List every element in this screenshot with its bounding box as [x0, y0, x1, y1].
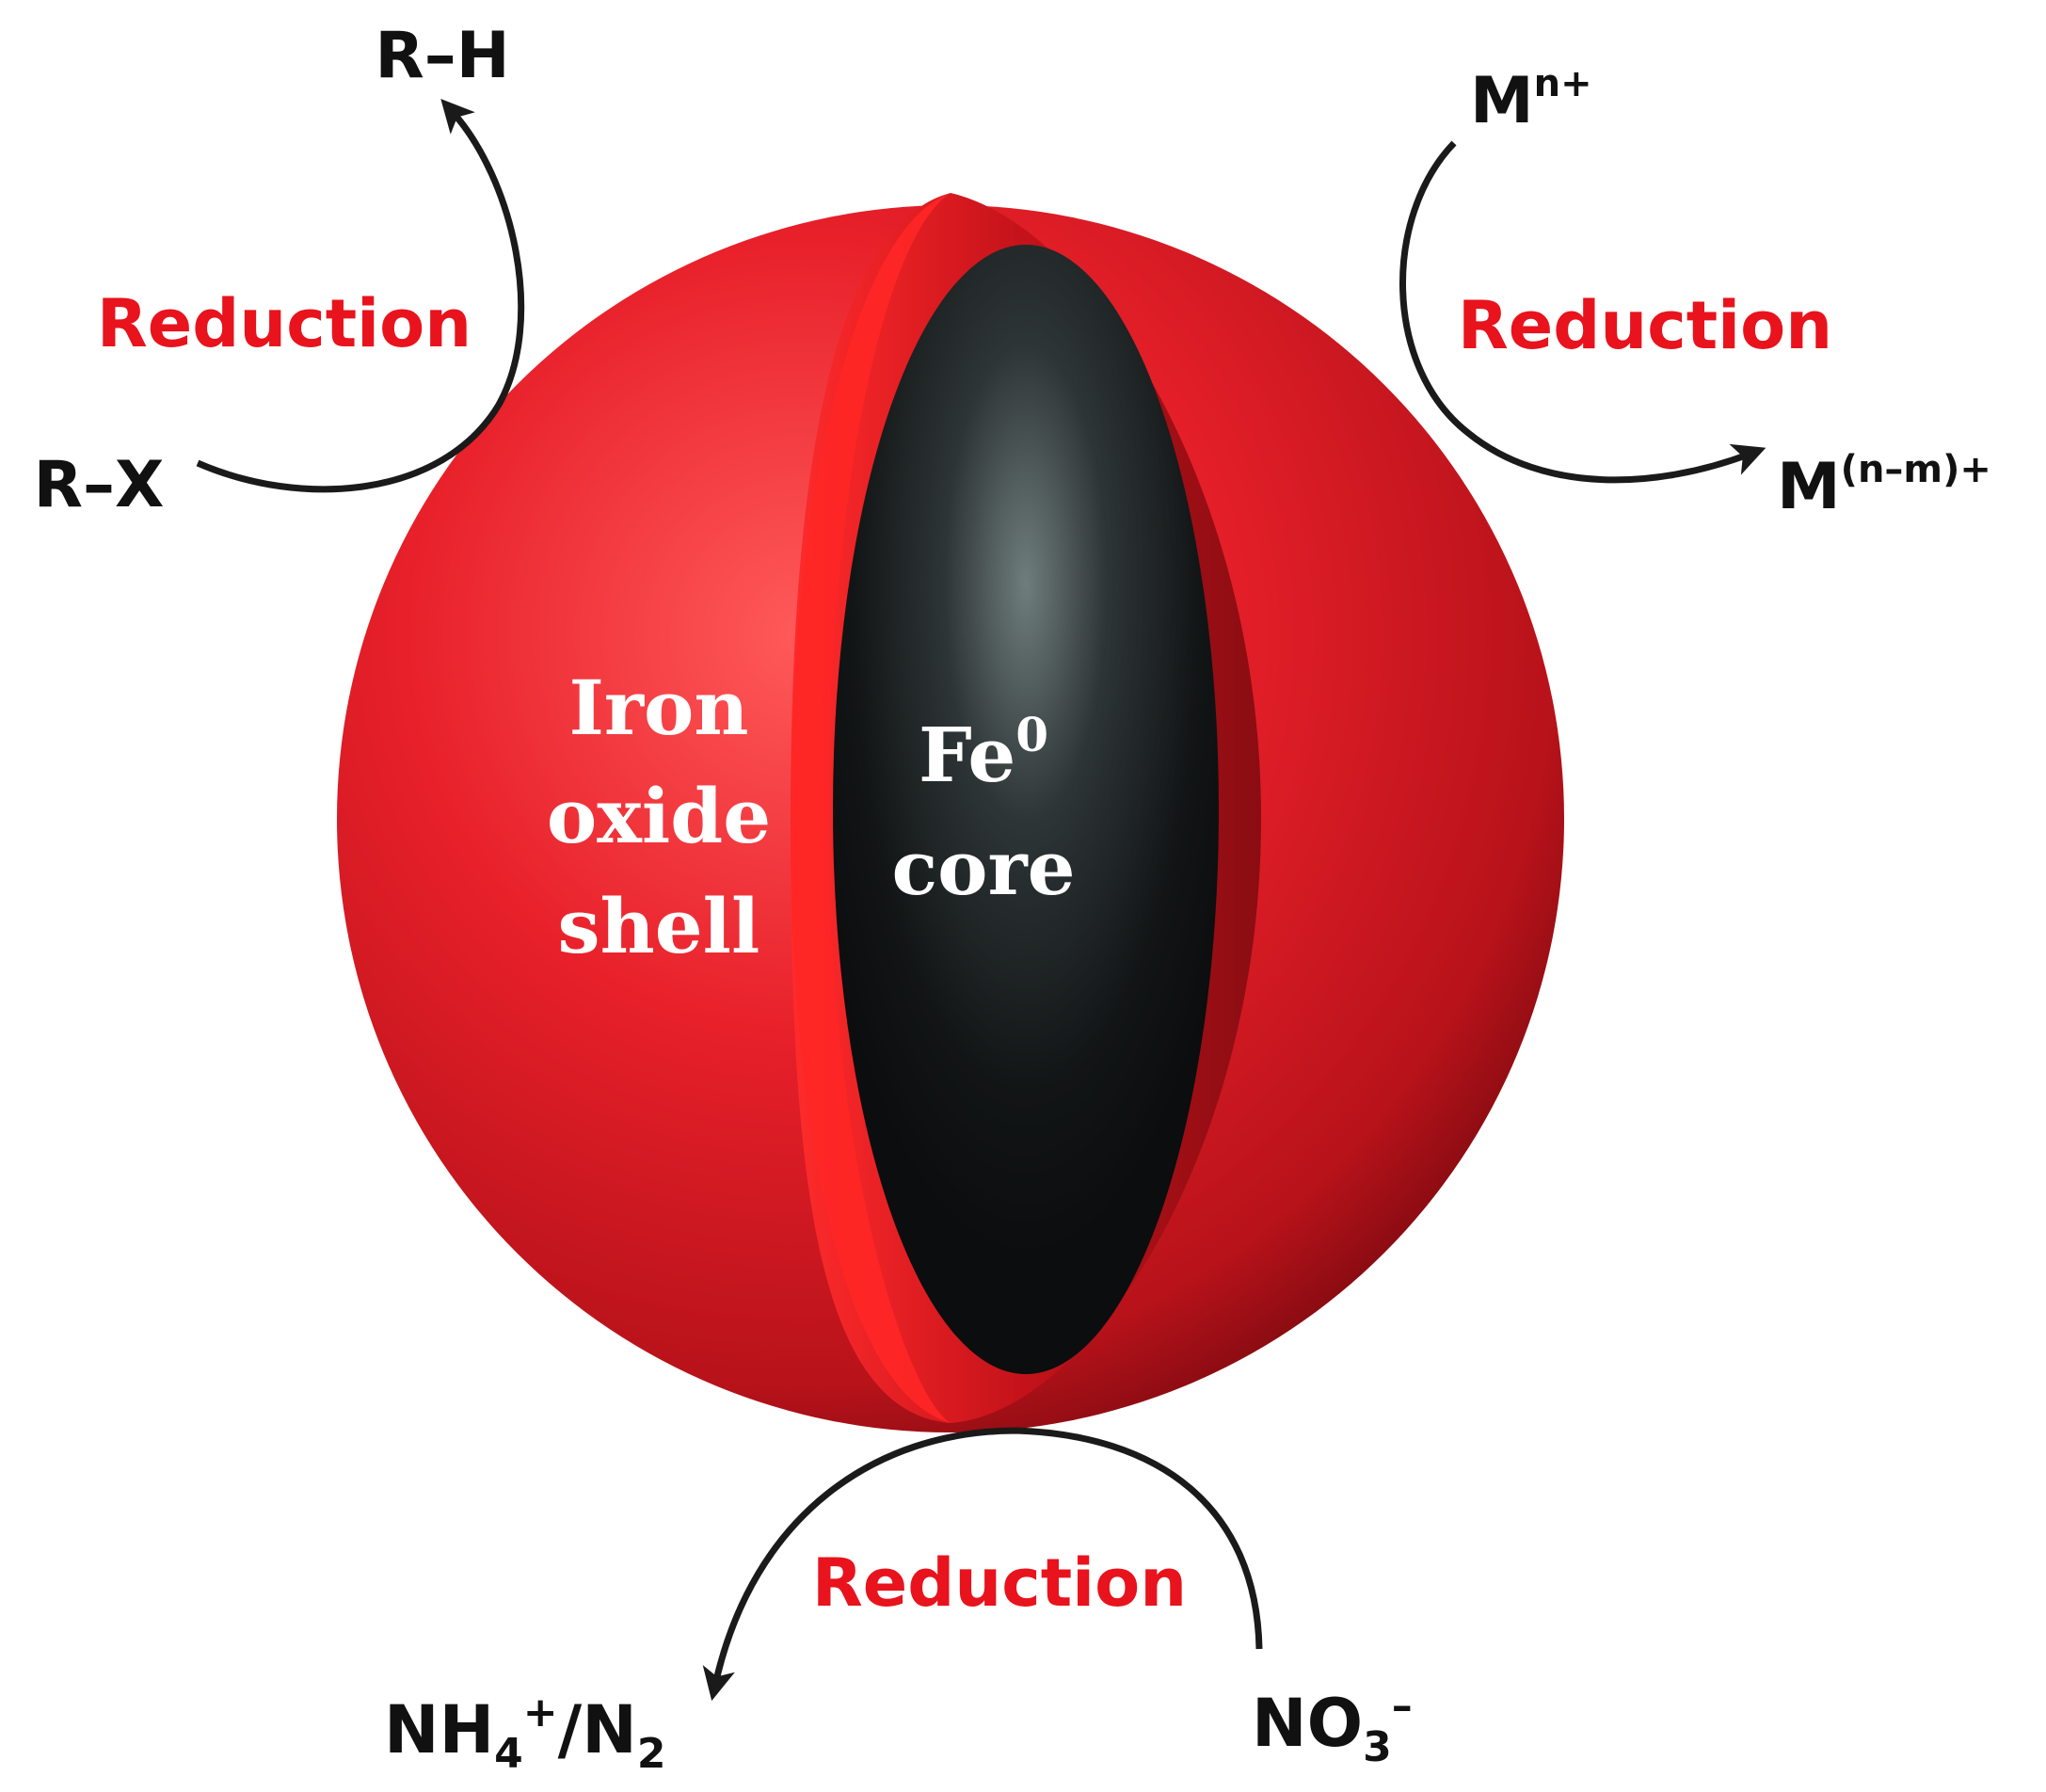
- bottom-reactant-no: NO: [1252, 1685, 1363, 1762]
- bottom-reactant: NO3–: [1252, 1682, 1413, 1771]
- bottom-reactant-sub3: 3: [1363, 1723, 1392, 1771]
- top-right-product-superscript: (n–m)+: [1841, 448, 1991, 491]
- bottom-product-n: /N: [558, 1691, 637, 1768]
- bottom-product: NH4+/N2: [384, 1688, 665, 1778]
- bottom-product-sup-plus: +: [523, 1688, 558, 1736]
- shell-label-line3: shell: [558, 882, 760, 970]
- top-right-reactant: Mn+: [1470, 62, 1592, 138]
- fe0-core: [833, 245, 1219, 1374]
- top-right-reactant-superscript: n+: [1534, 62, 1592, 105]
- top-left-product: R–H: [375, 19, 509, 93]
- top-right-reduction-label: Reduction: [1458, 287, 1832, 364]
- bottom-reaction-arrow: [702, 1427, 1263, 1702]
- shell-label-line2: oxide: [547, 772, 771, 860]
- core-label-fe: Fe: [919, 711, 1015, 799]
- top-left-reaction-arrow: [196, 99, 525, 493]
- bottom-product-nh: NH: [384, 1691, 494, 1768]
- core-label-line1: Fe0: [919, 707, 1048, 799]
- core-label-line2: core: [891, 824, 1075, 912]
- core-label-superscript: 0: [1015, 707, 1048, 762]
- top-right-reactant-base: M: [1470, 64, 1534, 138]
- bottom-product-sub2: 2: [637, 1730, 666, 1778]
- top-right-reaction-arrow: [1399, 140, 1766, 484]
- shell-cutaway-rim-left: [791, 193, 951, 1423]
- bottom-reduction-label: Reduction: [812, 1544, 1187, 1622]
- top-left-reactant: R–X: [34, 448, 165, 522]
- top-right-product: M(n–m)+: [1777, 448, 1991, 524]
- bottom-reactant-sup-minus: –: [1392, 1682, 1413, 1730]
- bottom-product-sub4: 4: [494, 1730, 523, 1778]
- shell-label-line1: Iron: [568, 664, 748, 752]
- top-right-product-base: M: [1777, 450, 1841, 524]
- top-left-reduction-label: Reduction: [97, 285, 472, 362]
